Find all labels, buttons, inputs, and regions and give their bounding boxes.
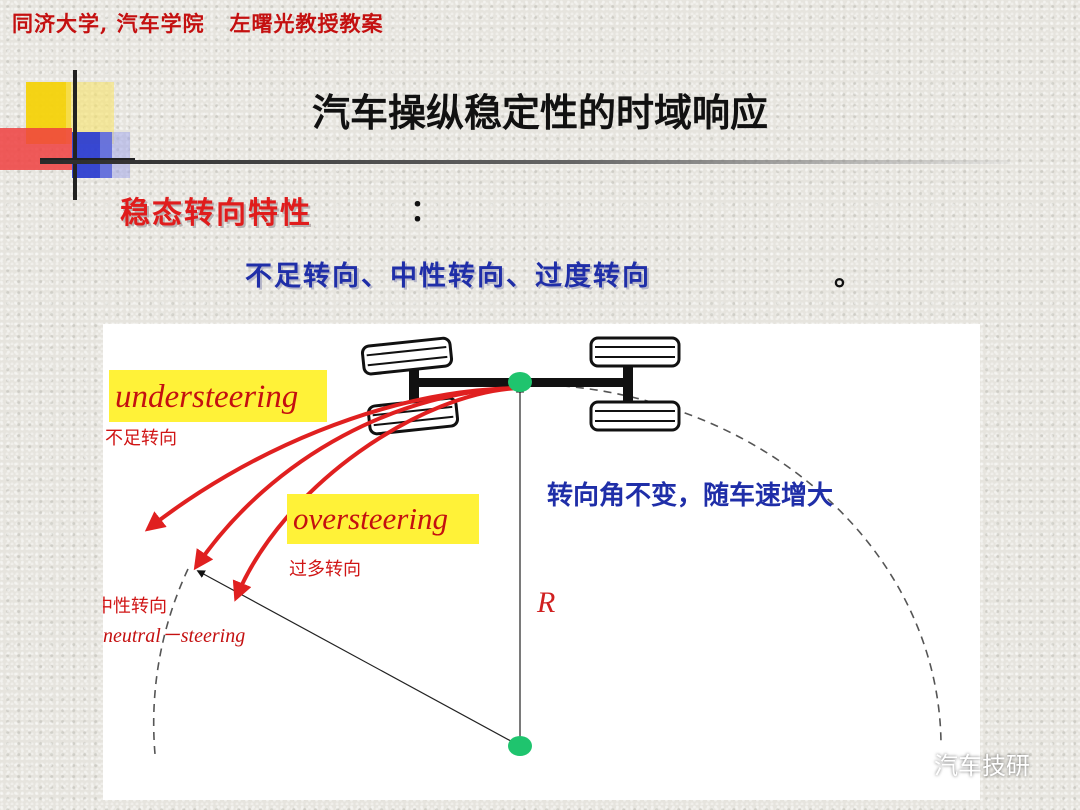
oversteer-label-zh: 过多转向 bbox=[289, 559, 361, 580]
understeer-label-zh: 不足转向 bbox=[105, 428, 177, 449]
vehicle-center-node bbox=[508, 372, 532, 392]
steering-diagram: understeering 不足转向 oversteering 过多转向 中性转… bbox=[103, 324, 980, 800]
understeer-label-bg bbox=[109, 370, 327, 422]
turn-center-node bbox=[508, 736, 532, 756]
section-heading: 稳态转向特性 bbox=[120, 196, 312, 231]
section-colon: ： bbox=[410, 194, 440, 229]
understeer-label-en: understeering bbox=[115, 379, 298, 415]
page-title: 汽车操纵稳定性的时域响应 bbox=[311, 91, 768, 135]
front-axle-stub bbox=[409, 360, 419, 422]
oversteer-label-bg bbox=[287, 494, 479, 544]
condition-text: 转向角不变，随车速增大 bbox=[547, 480, 833, 511]
neutral-label-en: neutral－steering bbox=[103, 625, 245, 647]
rear-wheel-top-icon bbox=[589, 336, 681, 368]
wechat-icon bbox=[898, 749, 928, 779]
neutral-label-zh: 中性转向 bbox=[103, 596, 167, 617]
turning-circle bbox=[519, 383, 942, 747]
oversteer-trajectory bbox=[232, 386, 520, 602]
radius-diagonal-line bbox=[196, 570, 521, 747]
title-divider bbox=[40, 160, 1010, 164]
neutral-trajectory bbox=[193, 386, 520, 571]
header-banner: 同济大学, 汽车学院 左曙光教授教案 bbox=[12, 11, 384, 36]
subtitle-period: 。 bbox=[834, 259, 863, 292]
radius-label: R bbox=[536, 586, 555, 619]
front-wheel-top-icon bbox=[360, 336, 454, 376]
subtitle-types: 不足转向、中性转向、过度转向 bbox=[245, 261, 651, 292]
watermark: 汽车技研 bbox=[898, 746, 1030, 781]
rear-axle-stub bbox=[623, 354, 633, 420]
turning-circle-left bbox=[152, 568, 189, 755]
oversteer-label-en: oversteering bbox=[293, 501, 448, 536]
corner-decoration bbox=[0, 70, 135, 200]
watermark-text: 汽车技研 bbox=[934, 752, 1030, 780]
rear-wheel-bottom-icon bbox=[589, 400, 681, 432]
